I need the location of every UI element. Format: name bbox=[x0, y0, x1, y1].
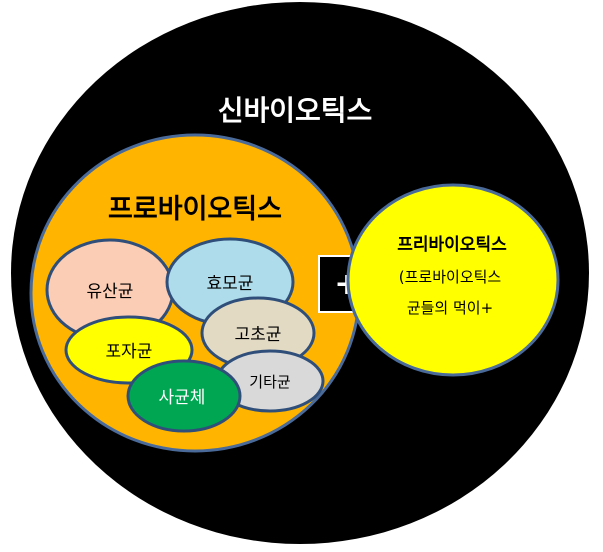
other-bacteria-label: 기타균 bbox=[249, 373, 291, 391]
dead-cell-label: 사균체 bbox=[159, 388, 206, 408]
prebiotics-desc-line2: 균들의 먹이+ bbox=[407, 299, 493, 317]
bacillus-label: 고초균 bbox=[235, 325, 282, 345]
yeast-label: 효모균 bbox=[207, 274, 254, 294]
prebiotics-circle bbox=[346, 183, 560, 377]
lactic-acid-bacteria-label: 유산균 bbox=[87, 282, 134, 302]
dead-cell-ellipse bbox=[126, 359, 242, 433]
prebiotics-desc-line1: (프로바이오틱스 bbox=[399, 268, 502, 286]
spore-bacteria-label: 포자균 bbox=[106, 342, 153, 362]
probiotics-title: 프로바이오틱스 bbox=[108, 194, 282, 225]
prebiotics-title: 프리바이오틱스 bbox=[397, 235, 507, 255]
synbiotics-title: 신바이오틱스 bbox=[218, 94, 373, 127]
